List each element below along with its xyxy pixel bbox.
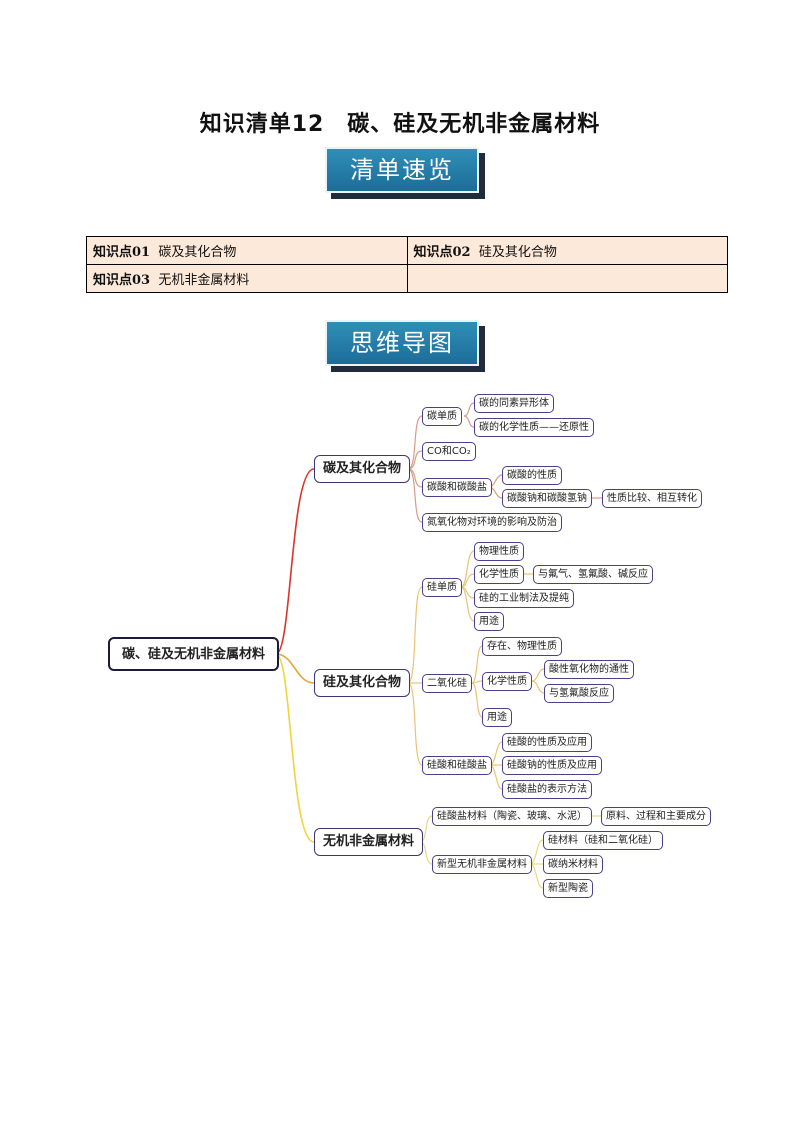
node-carbon-nox: 氮氧化物对环境的影响及防治 xyxy=(422,513,562,532)
node-silicon-sio2-chem: 化学性质 xyxy=(482,672,532,691)
banner-map-label: 思维导图 xyxy=(325,320,479,366)
link-root-silicon xyxy=(275,653,315,684)
banner-map: 思维导图 xyxy=(325,320,485,372)
node-silicon-na-use: 硅酸钠的性质及应用 xyxy=(502,756,602,775)
toc-item-01[interactable]: 知识点01 碳及其化合物 xyxy=(86,236,408,265)
toc-item-02[interactable]: 知识点02 硅及其化合物 xyxy=(406,236,728,265)
node-silicon-sio2-use: 用途 xyxy=(482,708,512,727)
page-title: 知识清单12 碳、硅及无机非金属材料 xyxy=(199,112,601,137)
node-silicon-chem: 化学性质 xyxy=(474,565,524,584)
node-material-raw: 原料、过程和主要成分 xyxy=(601,807,711,826)
node-silicon-repr: 硅酸盐的表示方法 xyxy=(502,780,592,799)
node-silicon-acid-use: 硅酸的性质及应用 xyxy=(502,733,592,752)
node-silicon-use: 用途 xyxy=(474,612,504,631)
node-silicon-elem: 硅单质 xyxy=(422,578,462,597)
node-carbon-allotrope: 碳的同素异形体 xyxy=(474,394,554,413)
node-material-nano: 碳纳米材料 xyxy=(543,855,603,874)
node-silicon-hf: 与氢氟酸反应 xyxy=(544,684,614,703)
toc-table: 知识点01 碳及其化合物 知识点02 硅及其化合物 知识点03 无机非金属材料 xyxy=(86,236,728,293)
node-carbon-co: CO和CO₂ xyxy=(422,442,476,461)
node-silicon-sio2: 二氧化硅 xyxy=(422,674,472,693)
link-root-material xyxy=(275,653,315,843)
node-silicon-acidic: 酸性氧化物的通性 xyxy=(544,660,634,679)
node-material-si: 硅材料（硅和二氧化硅） xyxy=(543,831,663,850)
node-material: 无机非金属材料 xyxy=(314,828,424,856)
banner-list: 清单速览 xyxy=(325,147,485,199)
node-material-silicate: 硅酸盐材料（陶瓷、玻璃、水泥） xyxy=(432,807,592,826)
node-silicon-exist: 存在、物理性质 xyxy=(482,637,562,656)
node-carbon: 碳及其化合物 xyxy=(314,455,411,483)
node-carbon-carbonates: 碳酸和碳酸盐 xyxy=(422,478,492,497)
node-silicon: 硅及其化合物 xyxy=(314,669,411,697)
node-carbon-na: 碳酸钠和碳酸氢钠 xyxy=(502,489,592,508)
mindmap-root: 碳、硅及无机非金属材料 xyxy=(108,637,280,671)
toc-item-03[interactable]: 知识点03 无机非金属材料 xyxy=(86,264,408,293)
banner-list-label: 清单速览 xyxy=(325,147,479,193)
node-carbon-acid-prop: 碳酸的性质 xyxy=(502,466,562,485)
node-material-new: 新型无机非金属材料 xyxy=(432,855,532,874)
node-carbon-compare: 性质比较、相互转化 xyxy=(602,489,702,508)
node-silicon-industry: 硅的工业制法及提纯 xyxy=(474,589,574,608)
node-carbon-chem: 碳的化学性质——还原性 xyxy=(474,418,594,437)
link-root-carbon xyxy=(275,468,315,655)
node-silicon-silicates: 硅酸和硅酸盐 xyxy=(422,756,492,775)
node-silicon-phys: 物理性质 xyxy=(474,542,524,561)
toc-empty-cell xyxy=(406,264,728,293)
node-carbon-elem: 碳单质 xyxy=(422,407,462,426)
node-silicon-react: 与氟气、氢氟酸、碱反应 xyxy=(533,565,653,584)
node-material-ceramic: 新型陶瓷 xyxy=(543,879,593,898)
